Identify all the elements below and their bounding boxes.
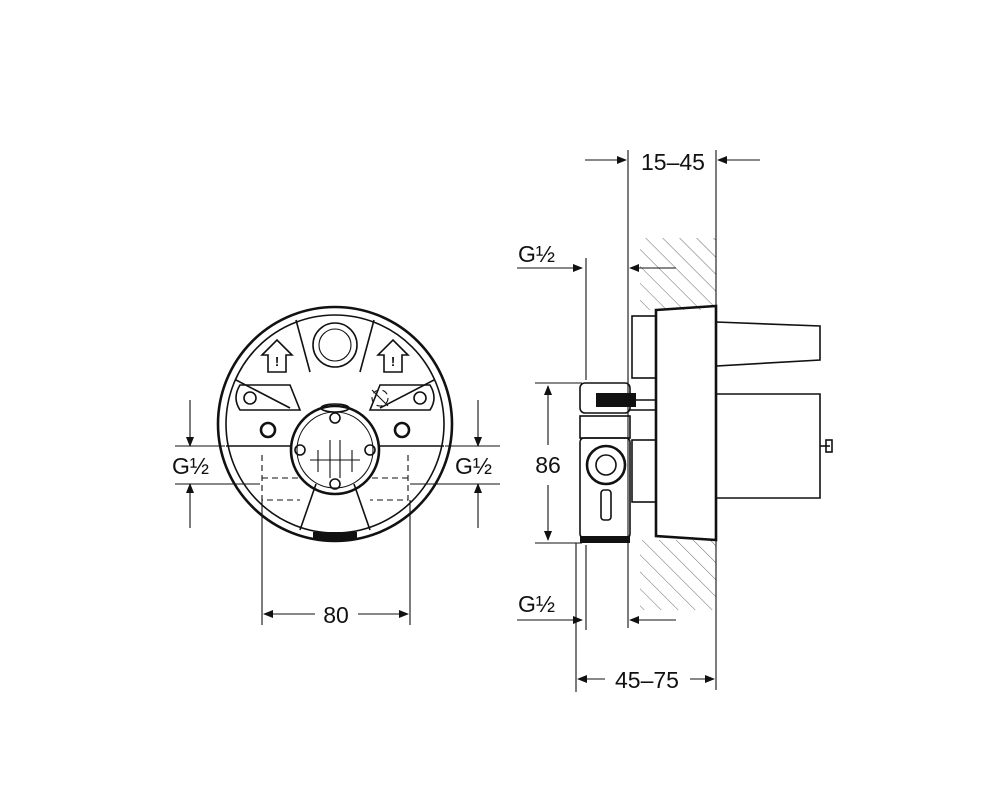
mounting-plate: ! ! (216, 305, 454, 543)
thread-marker-left (175, 400, 260, 528)
height-dimension-line (535, 382, 582, 544)
install-depth-dimension-line (575, 543, 715, 692)
width-dimension-label: 80 (323, 602, 349, 628)
thread-marker-right (410, 400, 500, 528)
width-dimension-line (261, 500, 411, 625)
install-depth-dimension-label: 45–75 (615, 667, 679, 693)
wall-depth-dimension-label: 15–45 (641, 149, 705, 175)
front-view: ! ! G½ (172, 305, 500, 628)
side-view: 15–45 G½ 86 G½ 45–75 (517, 149, 833, 693)
thread-label-left: G½ (172, 453, 209, 479)
thread-marker-top (517, 258, 676, 380)
height-dimension-label: 86 (535, 452, 561, 478)
valve-body (579, 304, 833, 543)
svg-text:!: ! (275, 354, 279, 369)
thread-label-top: G½ (518, 241, 555, 267)
wall-section (627, 150, 717, 690)
svg-text:!: ! (391, 354, 395, 369)
thread-label-right: G½ (455, 453, 492, 479)
thread-label-bottom: G½ (518, 591, 555, 617)
thread-marker-bottom (517, 545, 676, 630)
